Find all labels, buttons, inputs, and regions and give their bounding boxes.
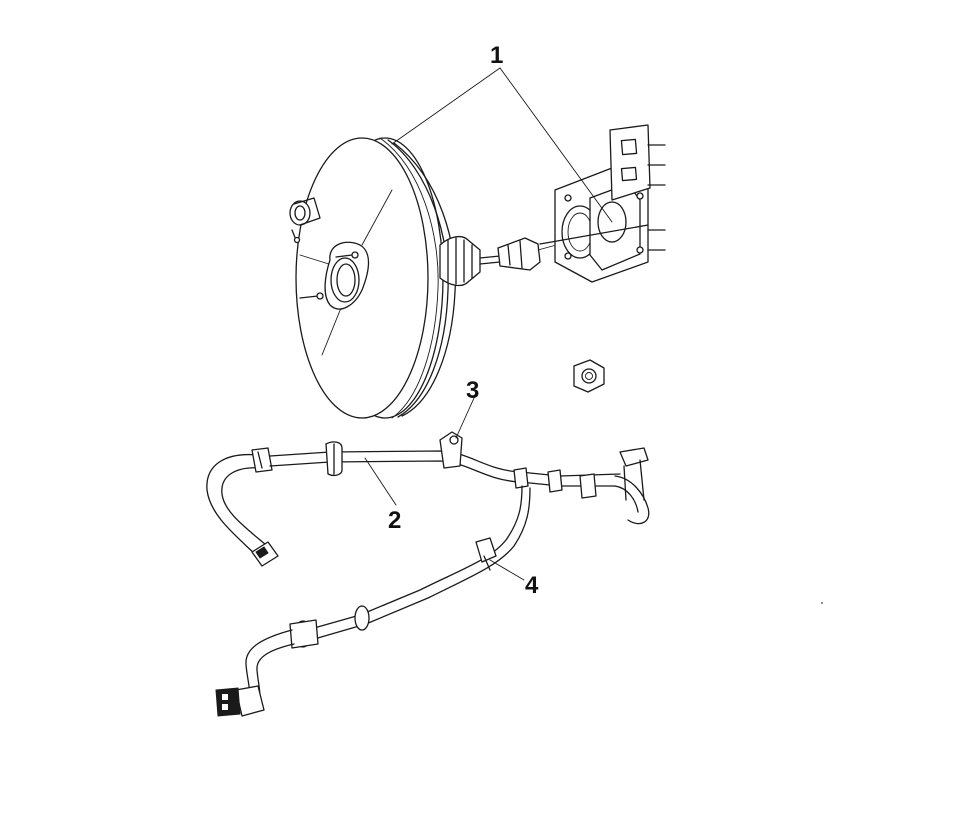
leader-3 (455, 397, 475, 439)
callout-3: 3 (466, 377, 479, 404)
stray-dot (821, 602, 823, 604)
leader-4 (489, 559, 525, 581)
leader-lines (364, 67, 613, 581)
callout-labels: 1 2 3 4 (388, 42, 539, 599)
leader-2 (364, 457, 397, 506)
callout-1: 1 (490, 42, 503, 69)
leader-1a (391, 67, 501, 145)
callout-2: 2 (388, 507, 401, 534)
brake-booster (289, 137, 561, 419)
leader-1b (499, 67, 613, 223)
mounting-bracket (539, 124, 666, 283)
vacuum-hose-assembly (206, 431, 650, 717)
callout-4: 4 (525, 572, 539, 599)
hex-nut (573, 359, 605, 393)
